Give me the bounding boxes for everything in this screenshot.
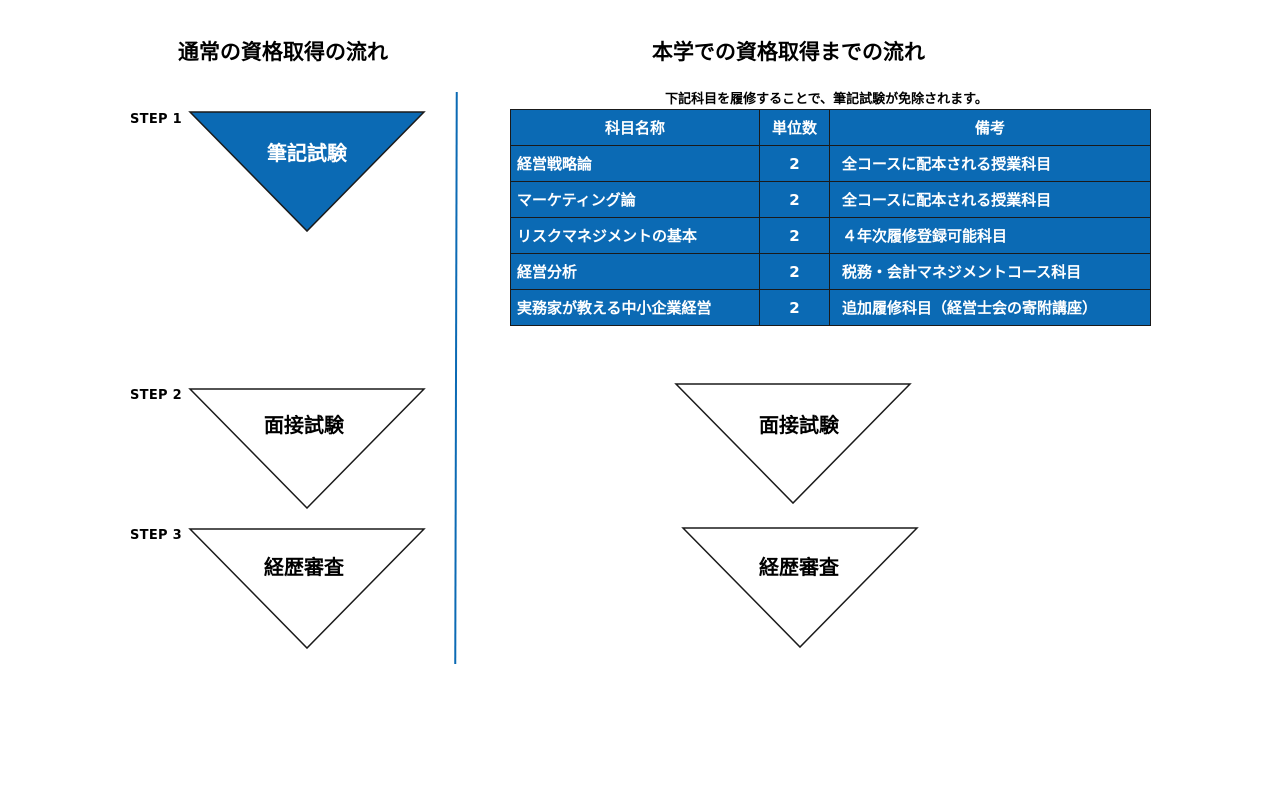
subject-remarks: 全コースに配本される授業科目: [829, 181, 1151, 218]
step-2-triangle: [188, 388, 426, 510]
table-row: 経営戦略論 2 全コースに配本される授業科目: [510, 145, 1151, 182]
subject-credits: 2: [759, 217, 830, 254]
table-row: マーケティング論 2 全コースに配本される授業科目: [510, 181, 1151, 218]
step-1-triangle: [188, 111, 426, 233]
header-remarks: 備考: [829, 109, 1151, 146]
step-3-text: 経歴審査: [264, 555, 344, 579]
subject-credits: 2: [759, 181, 830, 218]
step-3-label: STEP 3: [130, 528, 183, 543]
subject-credits: 2: [759, 145, 830, 182]
step-3-triangle: [188, 528, 426, 650]
exemption-caption: 下記科目を履修することで、筆記試験が免除されます。: [665, 92, 988, 107]
column-divider: [454, 91, 458, 665]
left-heading: 通常の資格取得の流れ: [178, 40, 388, 64]
table-row: リスクマネジメントの基本 2 ４年次履修登録可能科目: [510, 217, 1151, 254]
step-2-text: 面接試験: [264, 413, 344, 437]
table-row: 実務家が教える中小企業経営 2 追加履修科目（経営士会の寄附講座）: [510, 289, 1151, 326]
subject-credits: 2: [759, 289, 830, 326]
header-subject-name: 科目名称: [510, 109, 760, 146]
table-row: 経営分析 2 税務・会計マネジメントコース科目: [510, 253, 1151, 290]
step-1-text: 筆記試験: [267, 141, 347, 165]
step-1-label: STEP 1: [130, 112, 183, 127]
right-heading: 本学での資格取得までの流れ: [652, 40, 925, 64]
subject-name: 実務家が教える中小企業経営: [510, 289, 760, 326]
subject-remarks: 追加履修科目（経営士会の寄附講座）: [829, 289, 1151, 326]
right-step-interview-triangle: [674, 383, 912, 505]
subjects-table: 科目名称 単位数 備考 経営戦略論 2 全コースに配本される授業科目 マーケティ…: [510, 109, 1151, 326]
subject-remarks: ４年次履修登録可能科目: [829, 217, 1151, 254]
subject-name: リスクマネジメントの基本: [510, 217, 760, 254]
subject-remarks: 全コースに配本される授業科目: [829, 145, 1151, 182]
right-step-career-text: 経歴審査: [759, 555, 839, 579]
step-2-label: STEP 2: [130, 388, 183, 403]
right-step-career-triangle: [681, 527, 919, 649]
subject-name: 経営分析: [510, 253, 760, 290]
subject-name: マーケティング論: [510, 181, 760, 218]
subject-remarks: 税務・会計マネジメントコース科目: [829, 253, 1151, 290]
table-header-row: 科目名称 単位数 備考: [510, 109, 1151, 146]
subject-name: 経営戦略論: [510, 145, 760, 182]
right-step-interview-text: 面接試験: [759, 413, 839, 437]
header-credits: 単位数: [759, 109, 830, 146]
subject-credits: 2: [759, 253, 830, 290]
